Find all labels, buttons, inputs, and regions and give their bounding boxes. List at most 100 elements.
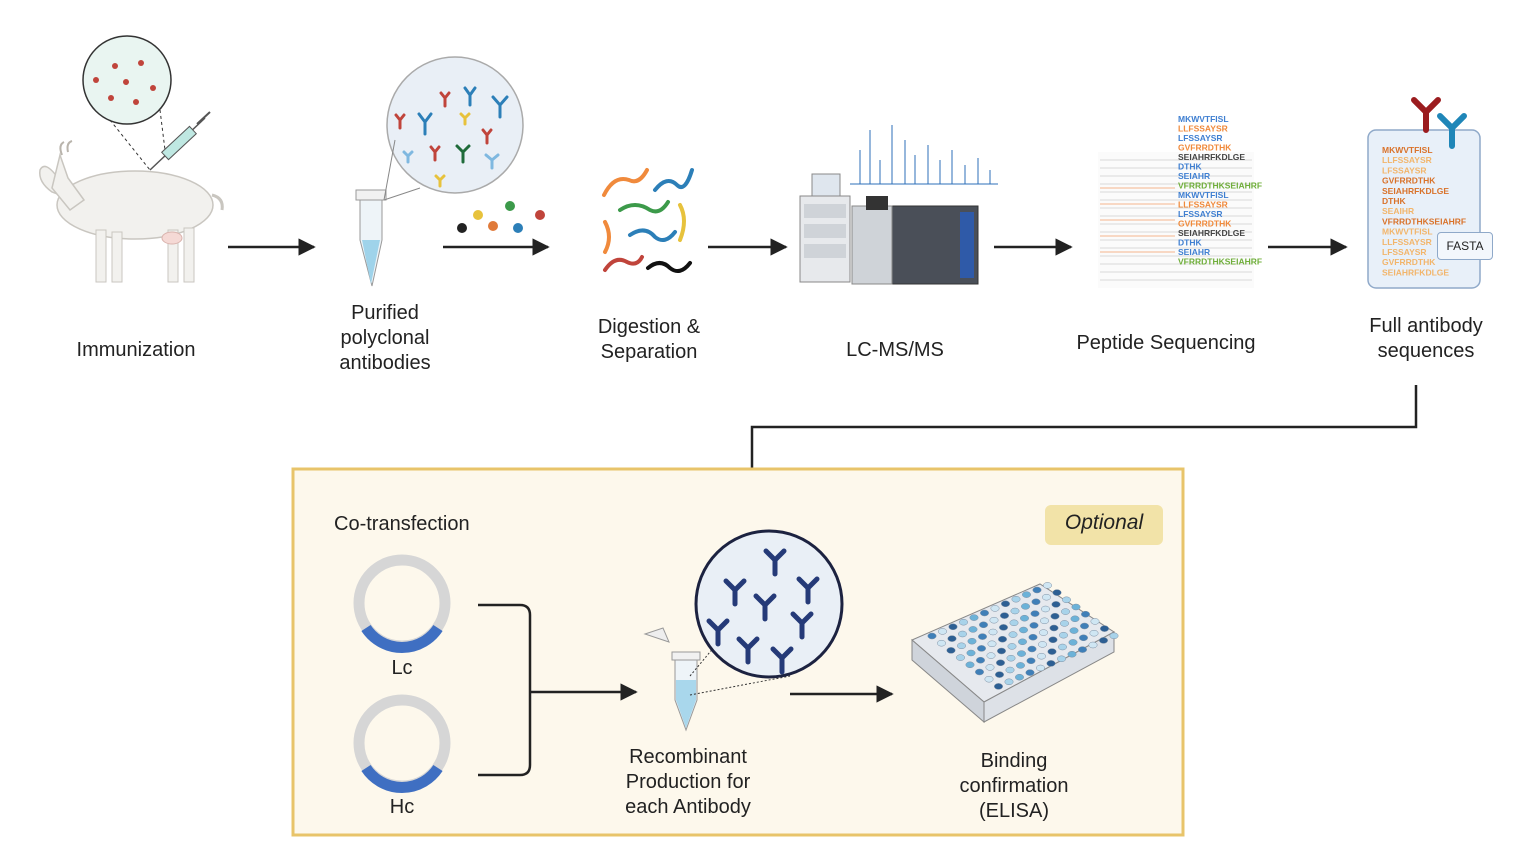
peptide-sequence-14: SEIAHR <box>1178 247 1210 257</box>
peptide-sequence-list: MKWVTFISLLLFSSAYSRLFSSAYSRGVFRRDTHKSEIAH… <box>1178 114 1262 267</box>
elisa-well <box>994 683 1003 690</box>
elisa-well <box>1067 650 1077 658</box>
elisa-well <box>969 614 979 621</box>
peptide-sequence-0: MKWVTFISL <box>1178 114 1229 124</box>
peptide-sequence-6: SEIAHR <box>1178 171 1210 181</box>
elisa-well <box>999 624 1008 631</box>
elisa-well <box>996 659 1005 667</box>
elisa-well <box>965 661 975 669</box>
antibody-dark-red-icon <box>1411 97 1441 133</box>
fasta-sequence-6: SEAIHR <box>1382 206 1414 216</box>
elisa-well <box>1052 589 1062 596</box>
label-binding-line1: Binding <box>980 750 1048 772</box>
elisa-well <box>1036 664 1045 672</box>
label-recombinant: Recombinant Production for each Antibody <box>598 745 778 820</box>
label-purified-line3: antibodies <box>339 352 431 374</box>
label-binding-line3: (ELISA) <box>978 800 1050 822</box>
elisa-well <box>1004 678 1014 686</box>
peptide-sequence-15: VFRRDTHKSEIAHRF <box>1178 257 1262 267</box>
elisa-well <box>1028 633 1038 641</box>
elisa-well <box>987 640 997 648</box>
peptide-sequence-11: GVFRRDTHK <box>1178 219 1232 229</box>
tube-icon <box>355 189 387 287</box>
label-cotransfection: Co-transfection <box>334 513 470 535</box>
elisa-well <box>998 635 1007 643</box>
fasta-sequence-12: SEIAHRFKDLGE <box>1382 267 1449 277</box>
label-binding: Binding confirmation (ELISA) <box>924 749 1104 824</box>
elisa-well <box>1100 625 1109 632</box>
elisa-well <box>956 654 965 661</box>
protease-icons <box>457 201 545 233</box>
label-recombinant-line3: each Antibody <box>625 796 751 818</box>
elisa-well <box>1060 620 1069 627</box>
elisa-well <box>1010 607 1020 615</box>
optional-badge <box>1045 505 1163 545</box>
elisa-well <box>997 647 1006 655</box>
elisa-well <box>1037 652 1046 660</box>
elisa-well <box>986 652 996 659</box>
elisa-plate-icon <box>911 582 1119 724</box>
elisa-well <box>1009 619 1019 627</box>
elisa-well <box>1032 586 1042 594</box>
elisa-well <box>927 632 937 640</box>
elisa-well <box>980 609 989 617</box>
fasta-sequence-4: SEIAHRFKDLGE <box>1382 186 1449 196</box>
peptide-sequence-4: SEIAHRFKDLGE <box>1178 152 1245 162</box>
fasta-sequence-1: LLFSSAYSR <box>1382 155 1432 165</box>
elisa-well <box>1016 662 1025 669</box>
elisa-well <box>938 628 947 635</box>
peptide-sequence-3: GVFRRDTHK <box>1178 143 1232 153</box>
elisa-well <box>966 649 976 657</box>
elisa-well <box>937 639 946 647</box>
peptide-fragments-icon <box>602 168 694 274</box>
recombinant-tube-icon <box>643 627 791 732</box>
label-lcms: LC-MS/MS <box>846 339 944 361</box>
label-recombinant-line1: Recombinant <box>629 746 747 768</box>
elisa-well <box>1050 612 1060 620</box>
peptide-sequence-8: MKWVTFISL <box>1178 190 1229 200</box>
mass-spec-instrument-icon <box>799 125 998 285</box>
fasta-sequence-5: DTHK <box>1382 196 1406 206</box>
elisa-well <box>1048 636 1058 644</box>
elisa-well <box>1005 666 1015 674</box>
elisa-well <box>1022 591 1031 598</box>
label-lc: Lc <box>391 657 413 679</box>
elisa-well <box>1007 643 1017 650</box>
elisa-well <box>1006 654 1016 662</box>
elisa-well <box>1062 596 1071 604</box>
elisa-well <box>1088 641 1098 649</box>
polyclonal-antibody-circle <box>383 56 524 201</box>
elisa-well <box>1058 643 1067 651</box>
peptide-sequence-5: DTHK <box>1178 162 1202 172</box>
plasmid-lc-icon <box>353 554 451 653</box>
goat-icon <box>39 140 224 283</box>
elisa-well <box>1109 632 1119 640</box>
mass-spectrum-peaks <box>850 125 998 185</box>
elisa-well <box>1020 614 1029 622</box>
fasta-sequence-9: LLFSSAYSR <box>1382 237 1432 247</box>
fasta-sequence-3: GVFRRDTHK <box>1382 176 1436 186</box>
fasta-sequence-2: LFSSAYSR <box>1382 165 1427 175</box>
elisa-well <box>1080 622 1089 630</box>
elisa-well <box>975 668 984 676</box>
elisa-well <box>1030 610 1040 617</box>
elisa-well <box>1068 639 1078 646</box>
elisa-well <box>948 623 958 631</box>
elisa-well <box>957 642 966 650</box>
label-digestion-line1: Digestion & <box>597 316 701 338</box>
peptide-alignment-panel <box>1098 152 1254 288</box>
antibody-mini-group <box>394 86 509 188</box>
label-full-line1: Full antibody <box>1369 315 1483 337</box>
elisa-well <box>1018 638 1027 646</box>
fasta-sequence-10: LFSSAYSR <box>1382 247 1427 257</box>
label-purified-line2: polyclonal <box>340 327 430 349</box>
elisa-well <box>1040 617 1049 625</box>
label-hc: Hc <box>389 796 415 818</box>
elisa-well <box>946 647 956 654</box>
blood-sample-circle <box>82 35 172 171</box>
label-recombinant-line2: Production for <box>625 771 751 793</box>
antibody-blue-icon <box>1437 113 1467 149</box>
fasta-badge: FASTA <box>1437 232 1493 260</box>
elisa-well <box>979 621 988 629</box>
elisa-well <box>959 618 968 626</box>
